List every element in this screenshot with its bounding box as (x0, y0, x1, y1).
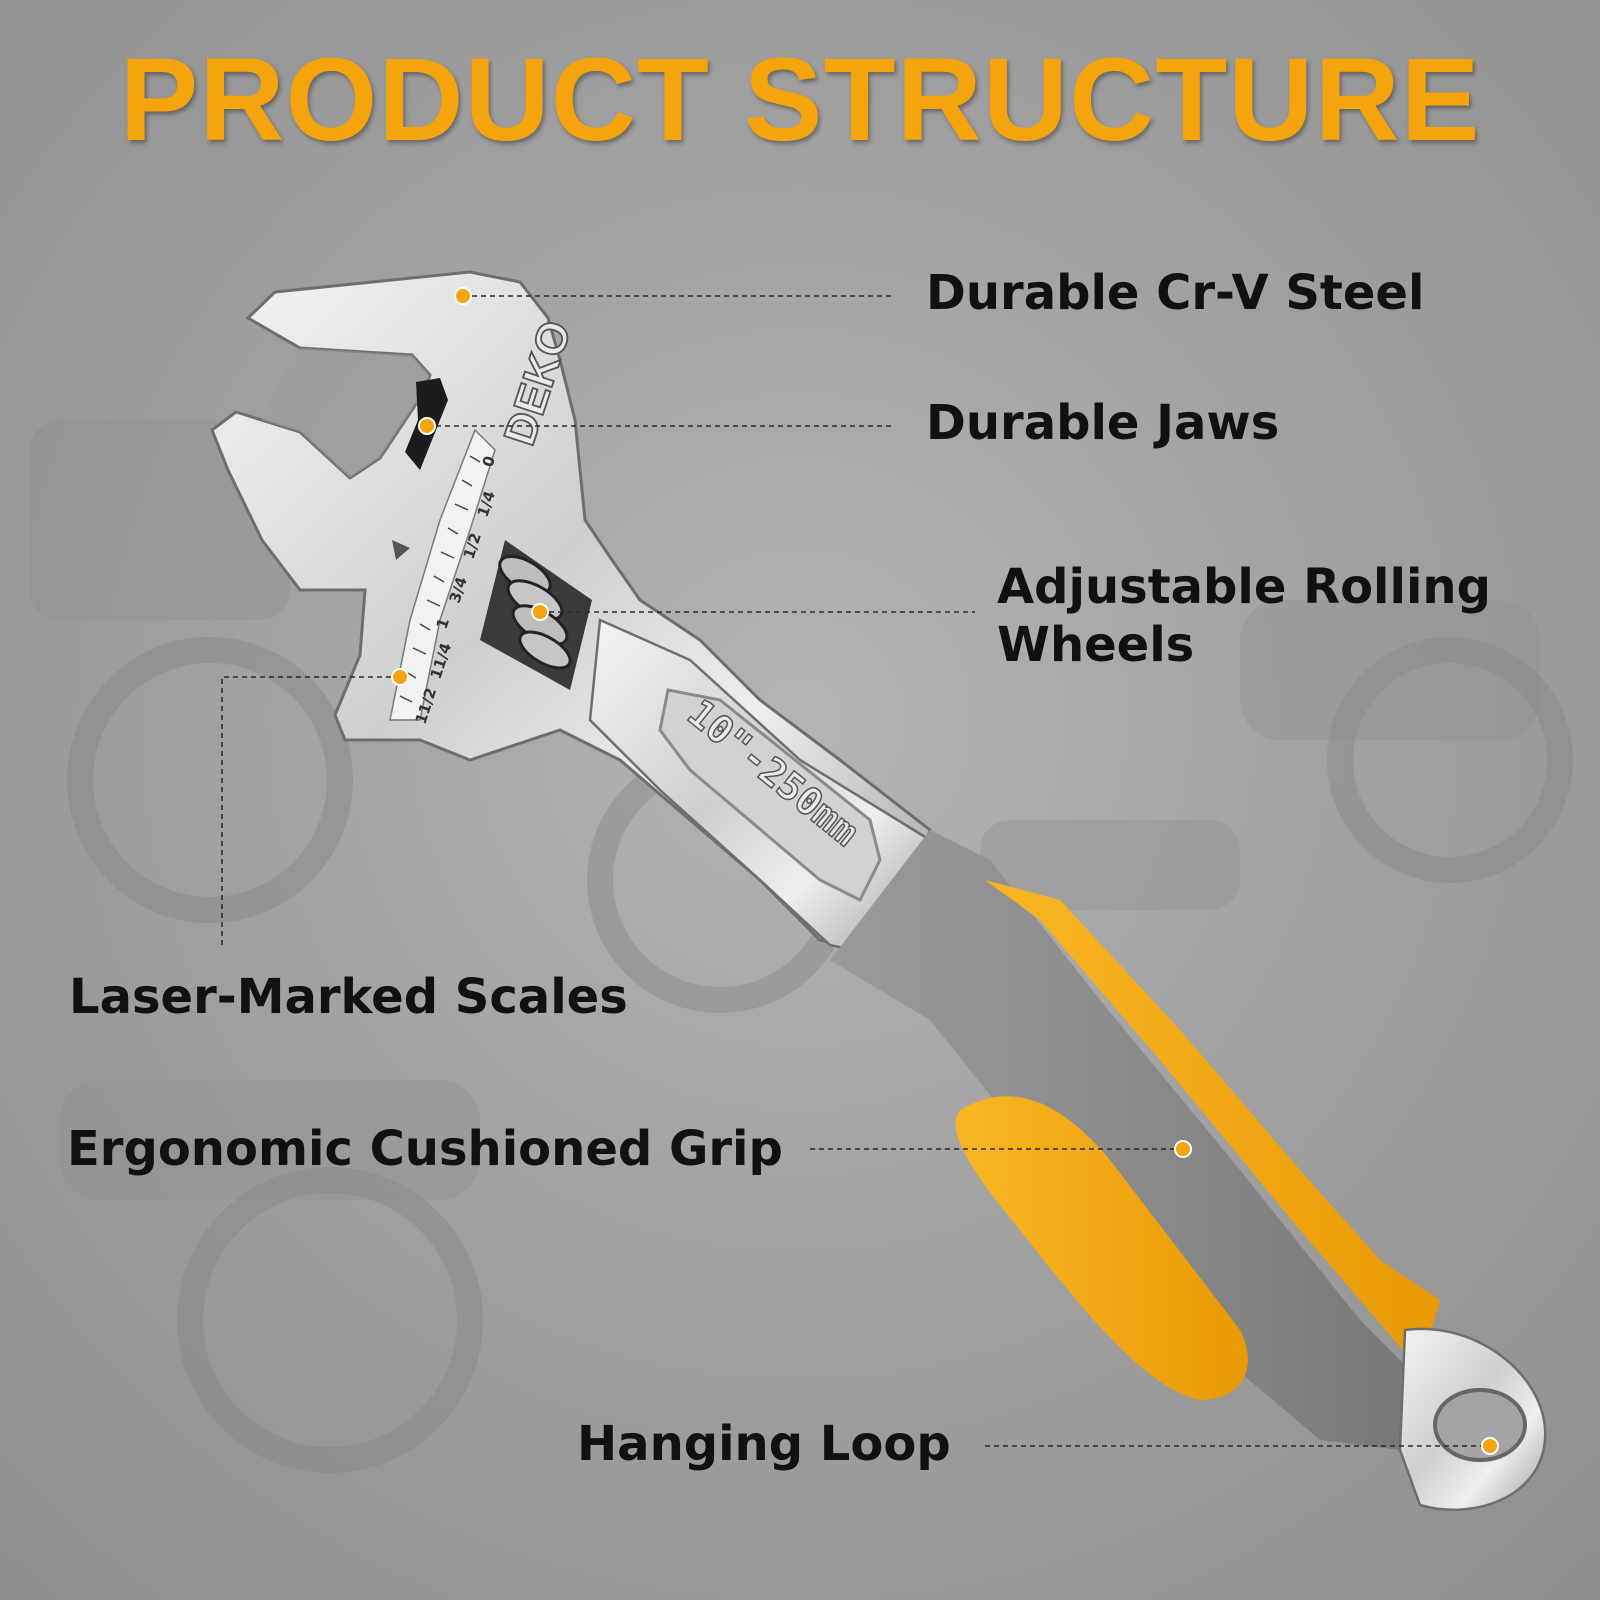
callout-label-wheels-line2: Wheels (997, 617, 1195, 673)
jaw-gap (262, 348, 430, 478)
loop-hole (1433, 1388, 1527, 1462)
callout-dot-steel (454, 287, 472, 305)
callout-dot-loop (1481, 1437, 1499, 1455)
callout-label-wheels-line1: Adjustable Rolling (997, 559, 1491, 615)
grip-orange-pad (955, 1096, 1248, 1400)
callout-label-loop: Hanging Loop (577, 1416, 951, 1472)
callout-label-grip: Ergonomic Cushioned Grip (67, 1121, 783, 1177)
scale-pointer-icon (392, 540, 410, 560)
size-panel (658, 688, 882, 903)
scale-strip (389, 428, 496, 721)
grip-gray (830, 830, 1440, 1450)
callout-dot-jaws (418, 417, 436, 435)
page-title: PRODUCT STRUCTURE (119, 34, 1481, 166)
grip-orange (985, 880, 1440, 1370)
callout-dot-grip (1174, 1140, 1192, 1158)
callout-label-jaws: Durable Jaws (926, 395, 1280, 451)
callout-dot-wheels (531, 603, 549, 621)
callout-label-wheels: Adjustable Rolling Wheels (997, 558, 1491, 674)
leader-line-scales (221, 676, 400, 945)
callout-label-scales: Laser-Marked Scales (69, 969, 628, 1025)
callout-dot-scales (391, 668, 409, 686)
callout-label-steel: Durable Cr-V Steel (926, 265, 1425, 321)
